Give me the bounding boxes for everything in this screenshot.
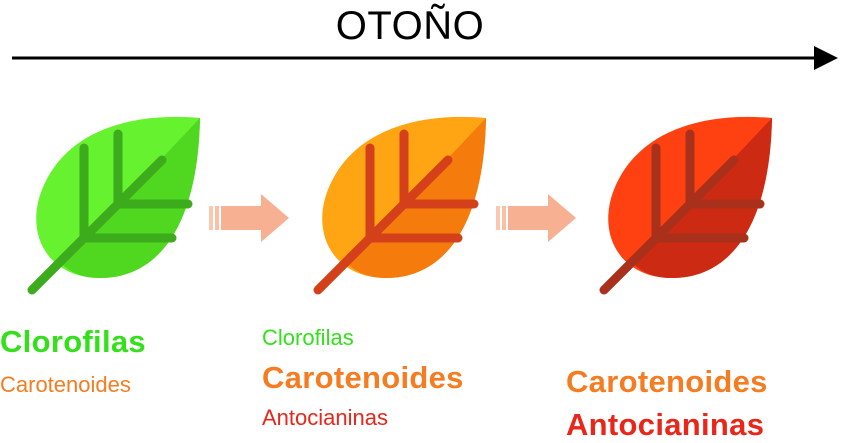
green-leaf-icon — [27, 116, 201, 295]
stage-1-label-1: Clorofilas — [0, 324, 146, 359]
stage-2-label-3: Antocianinas — [262, 405, 388, 430]
timeline-arrow — [12, 46, 838, 70]
title: OTOÑO — [335, 4, 485, 48]
stage-3-label-1: Carotenoides — [566, 364, 768, 399]
stage-1-label-2: Carotenoides — [0, 372, 131, 397]
stage-3-label-2: Antocianinas — [566, 407, 765, 442]
orange-leaf-icon — [313, 116, 486, 295]
stage-2-label-2: Carotenoides — [262, 360, 464, 395]
red-leaf-icon — [599, 116, 772, 295]
step-arrow-icon — [496, 194, 576, 242]
stage-2-label-1: Clorofilas — [262, 325, 354, 350]
step-arrow-icon — [209, 194, 289, 242]
